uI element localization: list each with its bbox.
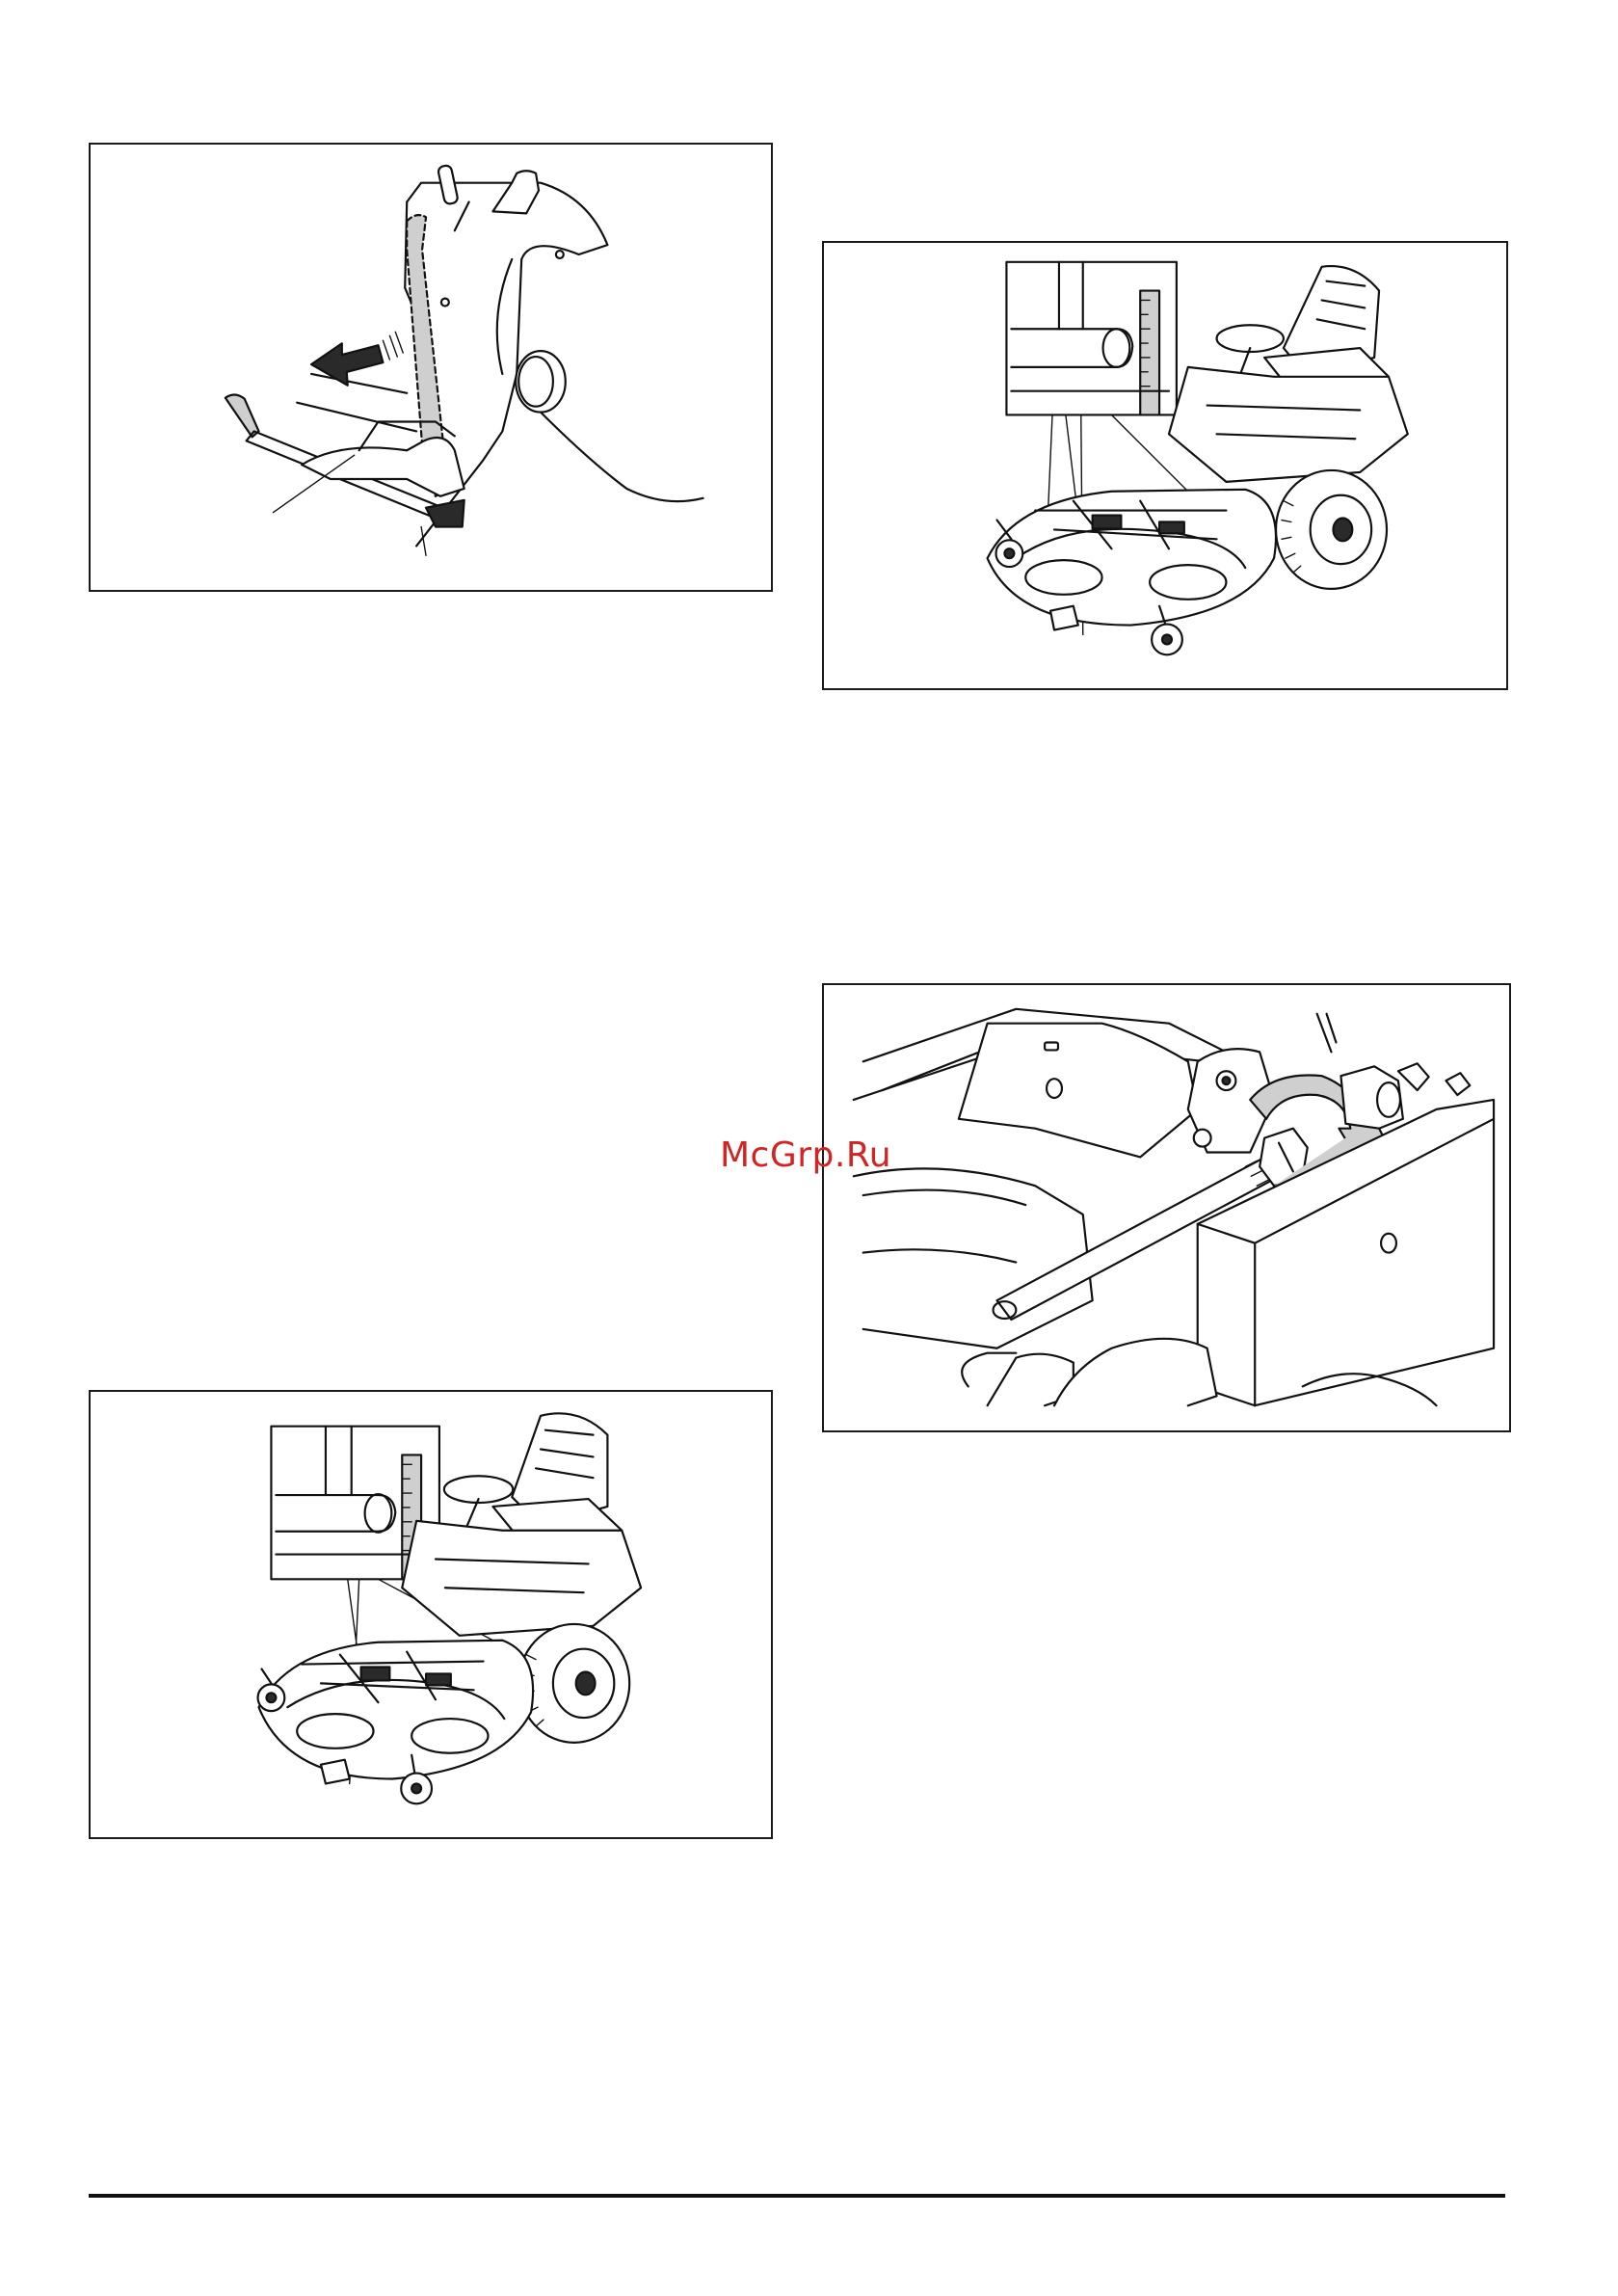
mower-illustration [91,1392,771,1837]
watermark: McGrp.Ru [720,1135,891,1175]
footer-rule [89,2194,1505,2198]
wrench-rotation-illustration [824,985,1509,1430]
lever-illustration [91,145,771,590]
figure-mower-deck-measurement-bottom [89,1390,773,1839]
figure-mower-deck-measurement-top [822,241,1508,690]
figure-adjusting-nut-rotation [822,983,1511,1432]
figure-cutting-height-lever [89,143,773,592]
mower-illustration [824,243,1506,688]
